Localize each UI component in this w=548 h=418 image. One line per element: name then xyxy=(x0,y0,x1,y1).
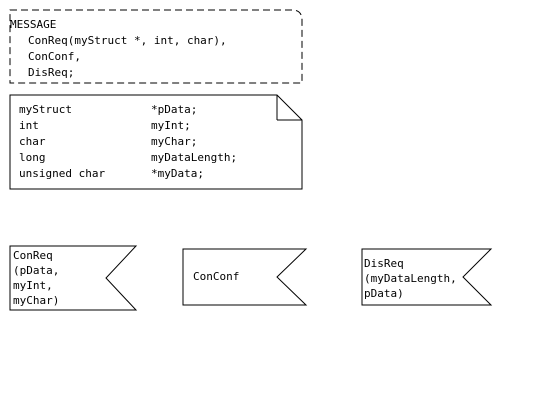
signal-conreq-line-4: myChar) xyxy=(13,294,59,307)
decl-type-4: long xyxy=(19,151,46,164)
declaration-box[interactable]: myStruct *pData; int myInt; char myChar;… xyxy=(9,94,303,190)
decl-name-1: *pData; xyxy=(151,103,197,116)
declaration-box-frame xyxy=(9,94,303,190)
signal-conreq-line-2: (pData, xyxy=(13,264,59,277)
signal-conconf-line-1: ConConf xyxy=(193,270,239,283)
message-line-1: ConReq(myStruct *, int, char), xyxy=(28,34,227,47)
message-line-3: DisReq; xyxy=(28,66,74,79)
signal-conreq-frame xyxy=(9,245,138,311)
message-box-frame xyxy=(9,9,303,84)
message-line-2: ConConf, xyxy=(28,50,81,63)
decl-name-2: myInt; xyxy=(151,119,191,132)
signal-disreq[interactable]: DisReq (myDataLength, pData) xyxy=(361,248,493,306)
signal-disreq-frame xyxy=(361,248,493,306)
signal-disreq-line-1: DisReq xyxy=(364,257,404,270)
decl-name-3: myChar; xyxy=(151,135,197,148)
message-declaration-box[interactable]: MESSAGE ConReq(myStruct *, int, char), C… xyxy=(9,9,303,84)
decl-type-3: char xyxy=(19,135,46,148)
signal-conreq-line-3: myInt, xyxy=(13,279,53,292)
signal-conreq[interactable]: ConReq (pData, myInt, myChar) xyxy=(9,245,138,311)
message-title: MESSAGE xyxy=(10,18,56,31)
signal-disreq-line-2: (myDataLength, xyxy=(364,272,457,285)
decl-type-1: myStruct xyxy=(19,103,72,116)
decl-name-5: *myData; xyxy=(151,167,204,180)
decl-type-5: unsigned char xyxy=(19,167,105,180)
decl-name-4: myDataLength; xyxy=(151,151,237,164)
signal-conconf-frame xyxy=(182,248,308,306)
signal-disreq-line-3: pData) xyxy=(364,287,404,300)
signal-conreq-line-1: ConReq xyxy=(13,249,53,262)
signal-conconf[interactable]: ConConf xyxy=(182,248,308,306)
decl-type-2: int xyxy=(19,119,39,132)
